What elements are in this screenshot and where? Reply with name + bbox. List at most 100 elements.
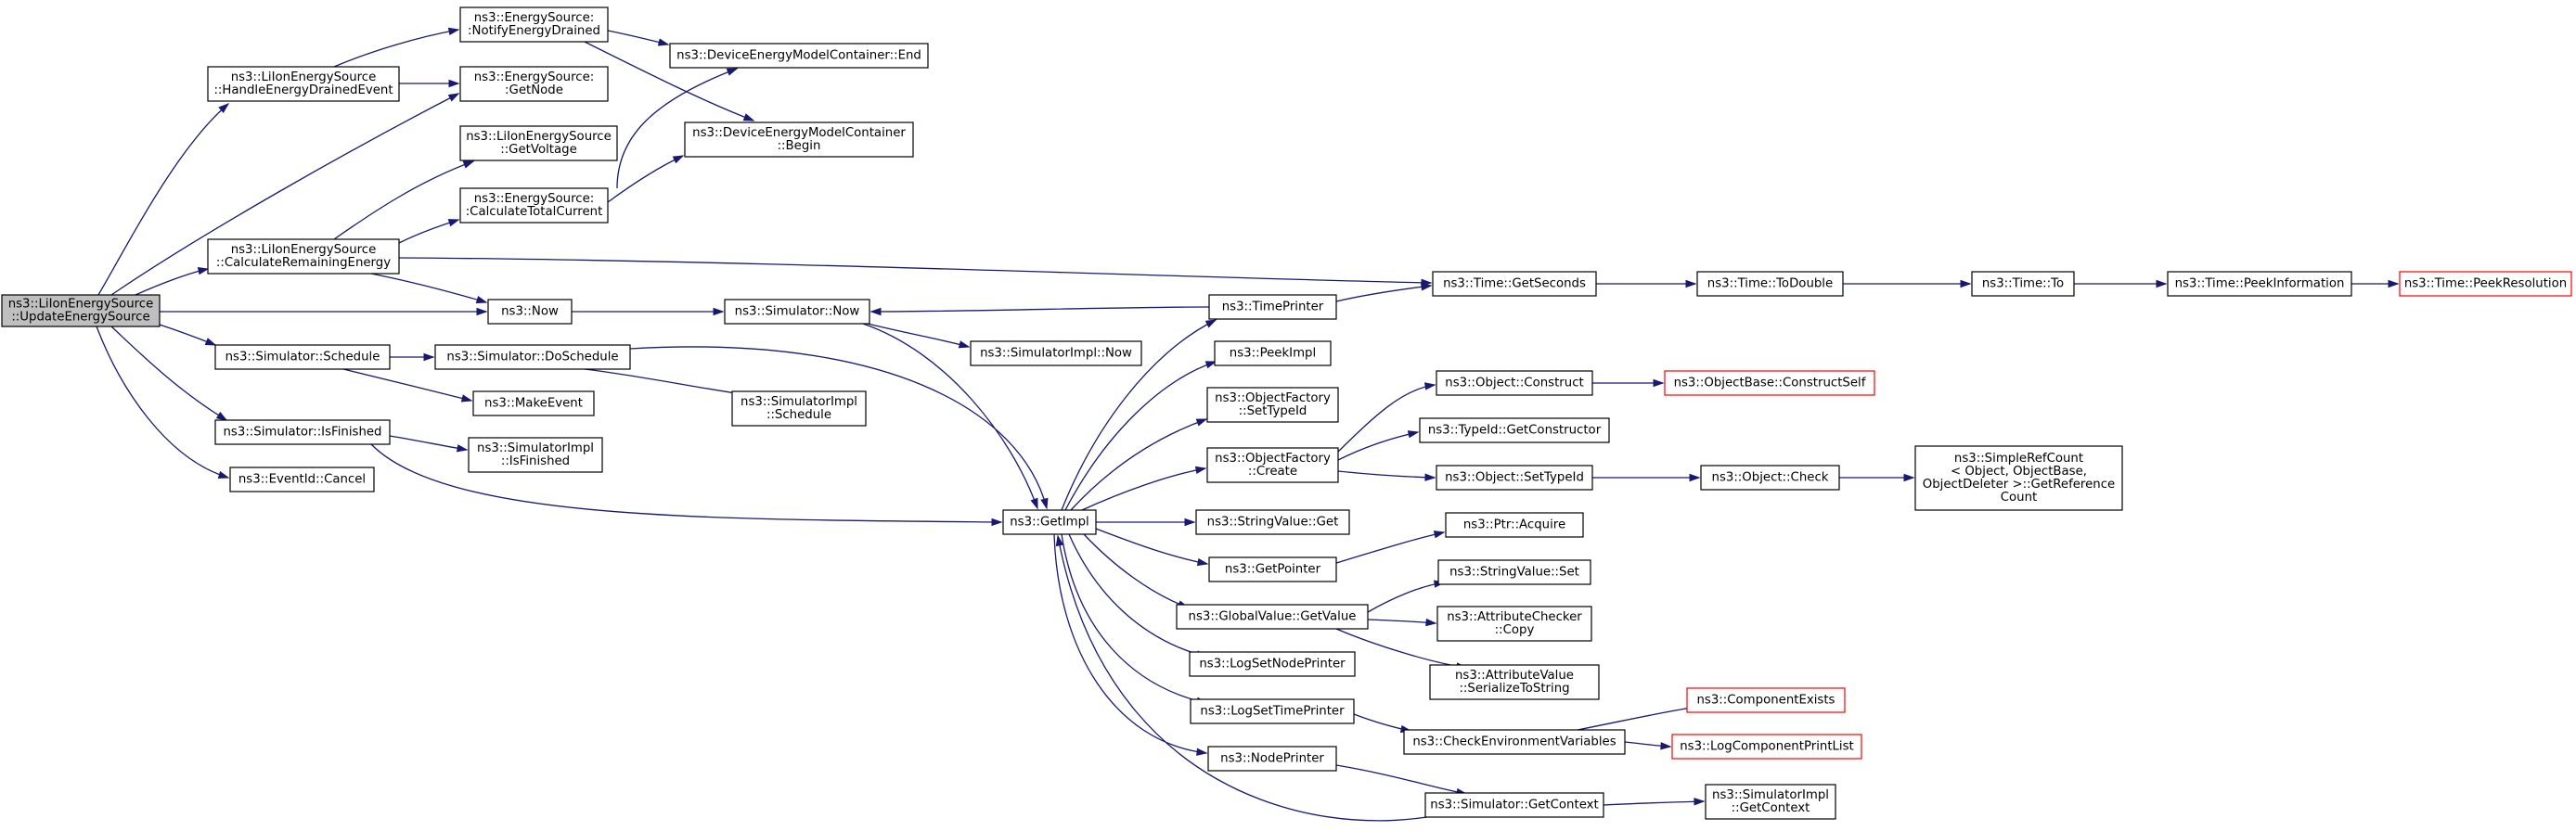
node-label-objSetTypeId: ns3::Object::SetTypeId [1445, 471, 1584, 485]
node-label-avSerialize: ::SerializeToString [1459, 682, 1569, 696]
node-label-doSchedule: ns3::Simulator::DoSchedule [446, 351, 618, 364]
arrowhead-simIsFinished-to-implIsFinished [456, 444, 469, 453]
node-box-handleDrained [207, 66, 400, 102]
edge-calcRemaining-to-getSeconds [398, 257, 1432, 284]
node-label-simIsFinished: ns3::Simulator::IsFinished [224, 426, 382, 440]
node-now[interactable]: ns3::Now [487, 299, 573, 325]
node-demcEnd[interactable]: ns3::DeviceEnergyModelContainer::End [669, 43, 929, 69]
node-implSchedule[interactable]: ns3::SimulatorImpl::Schedule [731, 390, 867, 427]
node-label-avSerialize: ns3::AttributeValue [1455, 669, 1574, 683]
node-implGetContext[interactable]: ns3::SimulatorImpl::GetContext [1705, 784, 1836, 820]
edge-getImpl-to-ofSetTypeId [1070, 418, 1207, 511]
node-demcBegin[interactable]: ns3::DeviceEnergyModelContainer::Begin [684, 121, 914, 158]
node-avSerialize[interactable]: ns3::AttributeValue::SerializeToString [1429, 664, 1600, 700]
arrowhead-getImpl-to-ofCreate [1194, 466, 1207, 474]
node-simNow[interactable]: ns3::Simulator::Now [724, 299, 870, 325]
node-label-peekImpl: ns3::PeekImpl [1230, 347, 1316, 361]
node-label-checkEnv: ns3::CheckEnvironmentVariables [1412, 735, 1616, 749]
node-box-getNode [459, 66, 609, 102]
node-getPointer[interactable]: ns3::GetPointer [1208, 556, 1337, 582]
node-label-implNow: ns3::SimulatorImpl::Now [980, 347, 1132, 361]
node-label-notifyDrained: ns3::EnergySource: [474, 11, 594, 25]
node-eventCancel[interactable]: ns3::EventId::Cancel [229, 467, 375, 492]
node-doSchedule[interactable]: ns3::Simulator::DoSchedule [434, 344, 631, 370]
node-updEnergy[interactable]: ns3::LiIonEnergySource::UpdateEnergySour… [1, 294, 161, 327]
node-box-simGetContext [1424, 792, 1604, 818]
node-acCopy[interactable]: ns3::AttributeChecker::Copy [1436, 606, 1592, 642]
node-toDouble[interactable]: ns3::Time::ToDouble [1696, 271, 1844, 297]
arrowhead-simNow-to-implNow [958, 340, 971, 349]
arrowhead-handleDrained-to-notifyDrained [447, 27, 460, 36]
node-peekResolution[interactable]: ns3::Time::PeekResolution [2399, 271, 2572, 297]
node-box-timePrinter [1208, 294, 1337, 320]
node-box-ofCreate [1206, 447, 1339, 483]
arrowhead-getImpl-to-getPointer [1196, 557, 1209, 567]
node-makeEvent[interactable]: ns3::MakeEvent [472, 390, 595, 416]
node-implIsFinished[interactable]: ns3::SimulatorImpl::IsFinished [468, 437, 603, 473]
node-handleDrained[interactable]: ns3::LiIonEnergySource::HandleEnergyDrai… [207, 66, 400, 102]
arrowhead-calcRemaining-to-now [475, 296, 488, 304]
node-implNow[interactable]: ns3::SimulatorImpl::Now [970, 340, 1142, 366]
node-componentExists[interactable]: ns3::ComponentExists [1686, 687, 1846, 713]
node-objCheck[interactable]: ns3::Object::Check [1700, 465, 1840, 491]
node-label-simpleRefCount: ObjectDeleter >::GetReference [1923, 478, 2115, 492]
node-calcRemaining[interactable]: ns3::LiIonEnergySource::CalculateRemaini… [207, 238, 400, 275]
node-svGet[interactable]: ns3::StringValue::Get [1195, 509, 1350, 535]
node-logSetTimePrinter[interactable]: ns3::LogSetTimePrinter [1190, 698, 1355, 724]
arrowhead-ofCreate-to-getConstructor [1407, 430, 1420, 439]
node-getNode[interactable]: ns3::EnergySource::GetNode [459, 66, 609, 102]
edge-calcTotalCurrent-to-demcBegin [607, 155, 684, 203]
node-getConstructor[interactable]: ns3::TypeId::GetConstructor [1419, 417, 1610, 443]
node-svSet[interactable]: ns3::StringValue::Set [1437, 559, 1591, 585]
node-box-simSchedule [214, 344, 391, 370]
node-calcTotalCurrent[interactable]: ns3::EnergySource::CalculateTotalCurrent [459, 187, 609, 224]
node-getImpl[interactable]: ns3::GetImpl [1002, 509, 1097, 535]
node-baseConstructSelf[interactable]: ns3::ObjectBase::ConstructSelf [1664, 370, 1875, 396]
arrowhead-getImpl-to-nodePrinter [1196, 748, 1208, 756]
node-getSeconds[interactable]: ns3::Time::GetSeconds [1432, 271, 1597, 297]
node-label-nodePrinter: ns3::NodePrinter [1220, 752, 1324, 766]
node-peekInfo[interactable]: ns3::Time::PeekInformation [2167, 271, 2352, 297]
node-checkEnv[interactable]: ns3::CheckEnvironmentVariables [1403, 729, 1626, 755]
node-timeTo[interactable]: ns3::Time::To [1971, 271, 2075, 297]
node-timePrinter[interactable]: ns3::TimePrinter [1208, 294, 1337, 320]
edge-gvGetValue-to-acCopy [1367, 619, 1436, 624]
node-simIsFinished[interactable]: ns3::Simulator::IsFinished [214, 419, 391, 445]
node-logSetNodePrinter[interactable]: ns3::LogSetNodePrinter [1189, 651, 1356, 677]
edge-simIsFinished-to-getImpl [370, 443, 1002, 523]
node-notifyDrained[interactable]: ns3::EnergySource::NotifyEnergyDrained [459, 6, 609, 43]
node-ptrAcquire[interactable]: ns3::Ptr::Acquire [1445, 512, 1584, 538]
edge-checkEnv-to-componentExists [1577, 706, 1699, 731]
node-logComponentPrintList[interactable]: ns3::LogComponentPrintList [1671, 734, 1862, 760]
edge-updEnergy-to-calcRemaining [135, 268, 209, 296]
node-label-eventCancel: ns3::EventId::Cancel [238, 473, 366, 487]
node-simGetContext[interactable]: ns3::Simulator::GetContext [1424, 792, 1604, 818]
node-objSetTypeId[interactable]: ns3::Object::SetTypeId [1436, 465, 1593, 491]
arrowhead-toDouble-to-timeTo [1960, 279, 1972, 288]
node-simpleRefCount[interactable]: ns3::SimpleRefCount< Object, ObjectBase,… [1914, 445, 2123, 511]
node-label-demcBegin: ::Begin [778, 139, 821, 153]
node-simSchedule[interactable]: ns3::Simulator::Schedule [214, 344, 391, 370]
arrowhead-updEnergy-to-simSchedule [204, 338, 217, 346]
arrowhead-timePrinter-to-simNow [869, 307, 882, 316]
node-box-implGetContext [1705, 784, 1836, 820]
node-objConstruct[interactable]: ns3::Object::Construct [1436, 370, 1593, 396]
node-getVoltage[interactable]: ns3::LiIonEnergySource::GetVoltage [459, 125, 618, 161]
node-label-getNode: ns3::EnergySource: [474, 70, 594, 84]
node-label-svGet: ns3::StringValue::Get [1207, 516, 1339, 530]
node-label-simpleRefCount: Count [2001, 491, 2038, 505]
node-label-timePrinter: ns3::TimePrinter [1222, 300, 1324, 314]
node-ofSetTypeId[interactable]: ns3::ObjectFactory::SetTypeId [1206, 387, 1339, 423]
node-box-logComponentPrintList [1671, 734, 1862, 760]
node-label-simGetContext: ns3::Simulator::GetContext [1430, 799, 1598, 812]
node-nodePrinter[interactable]: ns3::NodePrinter [1207, 746, 1337, 772]
node-box-simpleRefCount [1914, 445, 2123, 511]
node-gvGetValue[interactable]: ns3::GlobalValue::GetValue [1176, 604, 1369, 630]
node-label-logSetNodePrinter: ns3::LogSetNodePrinter [1199, 658, 1346, 671]
node-peekImpl[interactable]: ns3::PeekImpl [1214, 340, 1332, 366]
edge-timePrinter-to-getSeconds [1335, 285, 1432, 302]
edge-simGetContext-to-implGetContext [1603, 800, 1705, 806]
node-ofCreate[interactable]: ns3::ObjectFactory::Create [1206, 447, 1339, 483]
arrowhead-getImpl-to-ofSetTypeId [1195, 418, 1208, 427]
